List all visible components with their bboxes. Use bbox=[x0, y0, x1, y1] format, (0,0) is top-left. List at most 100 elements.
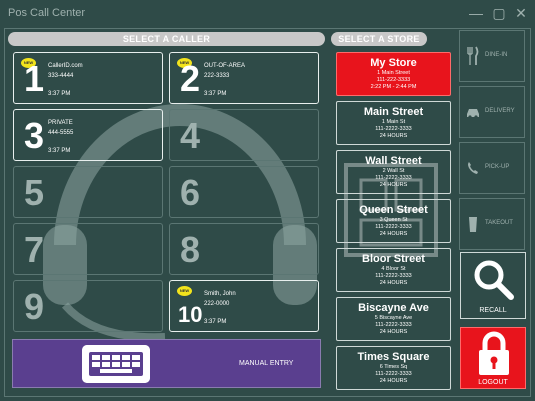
minimize-icon[interactable]: — bbox=[469, 5, 483, 21]
order-type-label: TAKEOUT bbox=[485, 220, 513, 226]
caller-time: 3:37 PM bbox=[48, 148, 71, 154]
manual-entry-label: MANUAL ENTRY bbox=[239, 360, 294, 367]
caller-number: 5 bbox=[24, 172, 45, 213]
store-name: Wall Street bbox=[365, 155, 422, 167]
store-main-street[interactable]: Main Street 1 Main St 111-2222-3333 24 H… bbox=[336, 101, 451, 145]
caller-number: 8 bbox=[180, 229, 201, 270]
store-wall-street[interactable]: Wall Street 2 Wall St 111-2222-3333 24 H… bbox=[336, 150, 451, 194]
caller-slot-1[interactable]: NEW 1 CallerID.com 333-4444 3:37 PM bbox=[13, 52, 163, 104]
recall-label: RECALL bbox=[479, 307, 507, 314]
new-badge: NEW bbox=[177, 286, 192, 296]
caller-slot-4[interactable]: 4 bbox=[169, 109, 319, 161]
store-phone: 111-2222-3333 bbox=[375, 322, 412, 328]
caller-number: 3 bbox=[24, 115, 45, 156]
store-hours: 24 HOURS bbox=[379, 133, 408, 139]
store-address: 6 Times Sq bbox=[379, 364, 408, 370]
caller-time: 3:37 PM bbox=[204, 91, 227, 97]
store-name: Bloor Street bbox=[362, 253, 425, 265]
store-name: My Store bbox=[370, 57, 417, 69]
store-hours: 24 HOURS bbox=[379, 378, 408, 384]
caller-slot-10[interactable]: NEW 10 Smith, John 222-0000 3:37 PM bbox=[169, 280, 319, 332]
caller-phone: 222-0000 bbox=[204, 301, 230, 307]
store-address: 1 Main Street bbox=[377, 70, 410, 76]
caller-slot-9[interactable]: 9 bbox=[13, 280, 163, 332]
store-phone: 111-222-3333 bbox=[376, 77, 411, 83]
store-phone: 111-2222-3333 bbox=[375, 273, 412, 279]
order-type-label: DELIVERY bbox=[485, 108, 515, 114]
order-type-label: DINE-IN bbox=[485, 52, 508, 58]
caller-phone: 222-3333 bbox=[204, 73, 230, 79]
manual-entry-button[interactable]: MANUAL ENTRY bbox=[12, 339, 321, 388]
store-address: 3 Queen St bbox=[379, 217, 408, 223]
caller-name: OUT-OF-AREA bbox=[204, 63, 246, 69]
caller-number: 6 bbox=[180, 172, 201, 213]
store-times-square[interactable]: Times Square 6 Times Sq 111-2222-3333 24… bbox=[336, 346, 451, 390]
store-name: Main Street bbox=[363, 106, 424, 118]
store-hours: 24 HOURS bbox=[379, 329, 408, 335]
store-address: 2 Wall St bbox=[382, 168, 405, 174]
store-background-icon bbox=[344, 163, 438, 257]
caller-number: 7 bbox=[24, 229, 45, 270]
cup-icon bbox=[469, 217, 477, 232]
new-badge: NEW bbox=[21, 58, 36, 68]
order-type-label: PICK-UP bbox=[485, 164, 510, 170]
store-address: 1 Main St bbox=[381, 119, 406, 125]
caller-slot-2[interactable]: NEW 2 OUT-OF-AREA 222-3333 3:37 PM bbox=[169, 52, 319, 104]
caller-time: 3:37 PM bbox=[204, 319, 227, 325]
caller-slot-7[interactable]: 7 bbox=[13, 223, 163, 275]
caller-phone: 444-5555 bbox=[48, 130, 74, 136]
store-bloor-street[interactable]: Bloor Street 4 Bloor St 111-2222-3333 24… bbox=[336, 248, 451, 292]
logout-button[interactable]: LOGOUT bbox=[460, 327, 526, 389]
caller-slot-6[interactable]: 6 bbox=[169, 166, 319, 218]
lock-icon bbox=[479, 331, 509, 375]
caller-number: 4 bbox=[180, 115, 201, 156]
store-queen-street[interactable]: Queen Street 3 Queen St 111-2222-3333 24… bbox=[336, 199, 451, 243]
select-caller-header: SELECT A CALLER bbox=[8, 32, 325, 46]
keyboard-icon bbox=[82, 345, 150, 383]
store-name: Biscayne Ave bbox=[358, 302, 429, 314]
store-address: 5 Biscayne Ave bbox=[374, 315, 413, 321]
caller-name: Smith, John bbox=[204, 291, 236, 297]
recall-button[interactable]: RECALL bbox=[460, 252, 526, 319]
fork-knife-icon bbox=[467, 46, 479, 65]
store-phone: 111-2222-3333 bbox=[375, 126, 412, 132]
store-phone: 111-2222-3333 bbox=[375, 175, 412, 181]
caller-number: 2 bbox=[180, 58, 201, 99]
pick-up-button[interactable]: PICK-UP bbox=[459, 142, 525, 194]
caller-number: 10 bbox=[178, 302, 203, 327]
store-hours: 24 HOURS bbox=[379, 280, 408, 286]
store-hours: 2:22 PM - 2:44 PM bbox=[370, 84, 417, 90]
caller-number: 9 bbox=[24, 286, 45, 327]
store-hours: 24 HOURS bbox=[379, 182, 408, 188]
close-icon[interactable]: ✕ bbox=[515, 5, 527, 21]
caller-phone: 333-4444 bbox=[48, 73, 74, 79]
dine-in-button[interactable]: DINE-IN bbox=[459, 30, 525, 82]
car-icon bbox=[467, 109, 479, 119]
store-my-store[interactable]: My Store 1 Main Street 111-222-3333 2:22… bbox=[336, 52, 451, 96]
takeout-button[interactable]: TAKEOUT bbox=[459, 198, 525, 250]
logout-label: LOGOUT bbox=[478, 379, 508, 386]
maximize-icon[interactable]: ▢ bbox=[492, 5, 506, 21]
store-phone: 111-2222-3333 bbox=[375, 371, 412, 377]
store-biscayne-ave[interactable]: Biscayne Ave 5 Biscayne Ave 111-2222-333… bbox=[336, 297, 451, 341]
caller-time: 3:37 PM bbox=[48, 91, 71, 97]
store-name: Queen Street bbox=[359, 204, 428, 216]
caller-name: CallerID.com bbox=[48, 63, 83, 69]
caller-slot-5[interactable]: 5 bbox=[13, 166, 163, 218]
store-phone: 111-2222-3333 bbox=[375, 224, 412, 230]
caller-slot-3[interactable]: 3 PRIVATE 444-5555 3:37 PM bbox=[13, 109, 163, 161]
new-badge: NEW bbox=[177, 58, 192, 68]
caller-name: PRIVATE bbox=[48, 120, 73, 126]
main-panel bbox=[4, 28, 531, 397]
delivery-button[interactable]: DELIVERY bbox=[459, 86, 525, 138]
store-hours: 24 HOURS bbox=[379, 231, 408, 237]
magnifier-icon bbox=[474, 260, 514, 300]
caller-slot-8[interactable]: 8 bbox=[169, 223, 319, 275]
phone-icon bbox=[468, 162, 478, 174]
select-store-header: SELECT A STORE bbox=[331, 32, 427, 46]
caller-number: 1 bbox=[24, 58, 45, 99]
store-address: 4 Bloor St bbox=[381, 266, 406, 272]
title-bar: Pos Call Center — ▢ ✕ bbox=[0, 0, 535, 28]
window-title: Pos Call Center bbox=[8, 7, 86, 19]
store-name: Times Square bbox=[357, 351, 430, 363]
